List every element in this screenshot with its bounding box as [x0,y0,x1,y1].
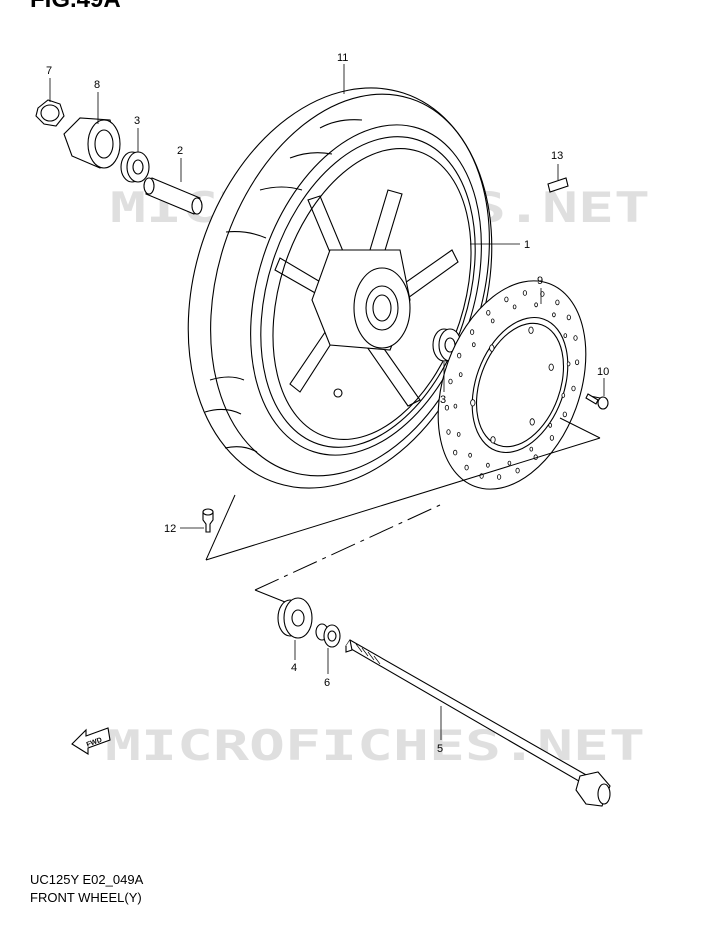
disc-hole [548,363,554,371]
disc-hole [486,462,490,468]
disc-hole [444,404,449,411]
disc-hole [469,329,475,335]
disc-hole [566,314,571,321]
disc-hole [471,342,476,348]
callout-12: 12 [164,523,176,535]
disc-hole [534,302,538,308]
callouts: 7 8 3 2 11 1 9 13 10 3 12 4 6 5 [46,52,609,755]
callout-10: 10 [597,366,609,378]
figure-title: FIG.49A [30,0,121,14]
disc-hole [448,378,453,385]
disc-hole [566,361,571,367]
disc-hole [507,460,512,466]
disc-hole [464,464,469,471]
disc-hole [549,435,555,441]
wheel-rim [260,136,476,448]
disc-hole [453,403,458,409]
disc-hole [522,290,528,296]
speedometer-gearbox [63,117,121,169]
figure-code: UC125Y E02_049A [30,872,144,887]
leader-lines [49,64,605,740]
disc-hole [486,309,491,316]
disc-hole [446,429,451,435]
callout-8: 8 [94,79,100,91]
collar [315,623,341,648]
disc-hole [555,299,560,306]
disc-hole [457,352,462,359]
assembly-lines [205,417,601,603]
balancer-weight [547,177,569,193]
callout-11: 11 [337,52,348,64]
callout-6: 6 [324,677,330,689]
bearing-upper [120,151,150,183]
brake-disc-holes [444,290,580,480]
disc-hole [571,385,576,392]
disc-hole [504,296,509,303]
bearing-lower [277,597,313,639]
disc-hole [561,392,566,398]
disc-hole [562,411,567,418]
disc-hole [456,431,461,437]
valve [202,508,214,533]
disc-hole [489,344,495,352]
callout-7: 7 [46,65,52,77]
callout-1: 1 [524,239,530,251]
disc-hole [529,418,535,426]
disc-hole [496,474,502,480]
figure-name: FRONT WHEEL(Y) [30,890,142,905]
disc-hole [490,318,495,324]
disc-hole [512,304,517,310]
disc-bolt [585,393,609,410]
disc-hole [529,446,534,452]
callout-13: 13 [551,150,563,162]
disc-hole [548,422,552,428]
disc-hole [574,359,580,366]
disc-hole [458,372,463,378]
callout-9: 9 [537,275,543,287]
callout-5: 5 [437,743,443,755]
disc-hole [528,326,534,334]
axle [345,639,611,807]
callout-3a: 3 [134,115,140,127]
callout-4: 4 [291,662,297,674]
disc-hole [453,449,458,456]
disc-hole [563,333,568,339]
disc-hole [515,467,520,474]
spacer [143,177,203,215]
disc-hole [490,436,496,444]
nut [35,99,65,127]
callout-3b: 3 [440,394,446,406]
disc-hole [470,399,476,407]
callout-2: 2 [177,145,183,157]
disc-hole [573,335,578,341]
disc-hole [468,452,472,458]
brake-disc [437,280,587,490]
disc-hole [552,312,556,318]
